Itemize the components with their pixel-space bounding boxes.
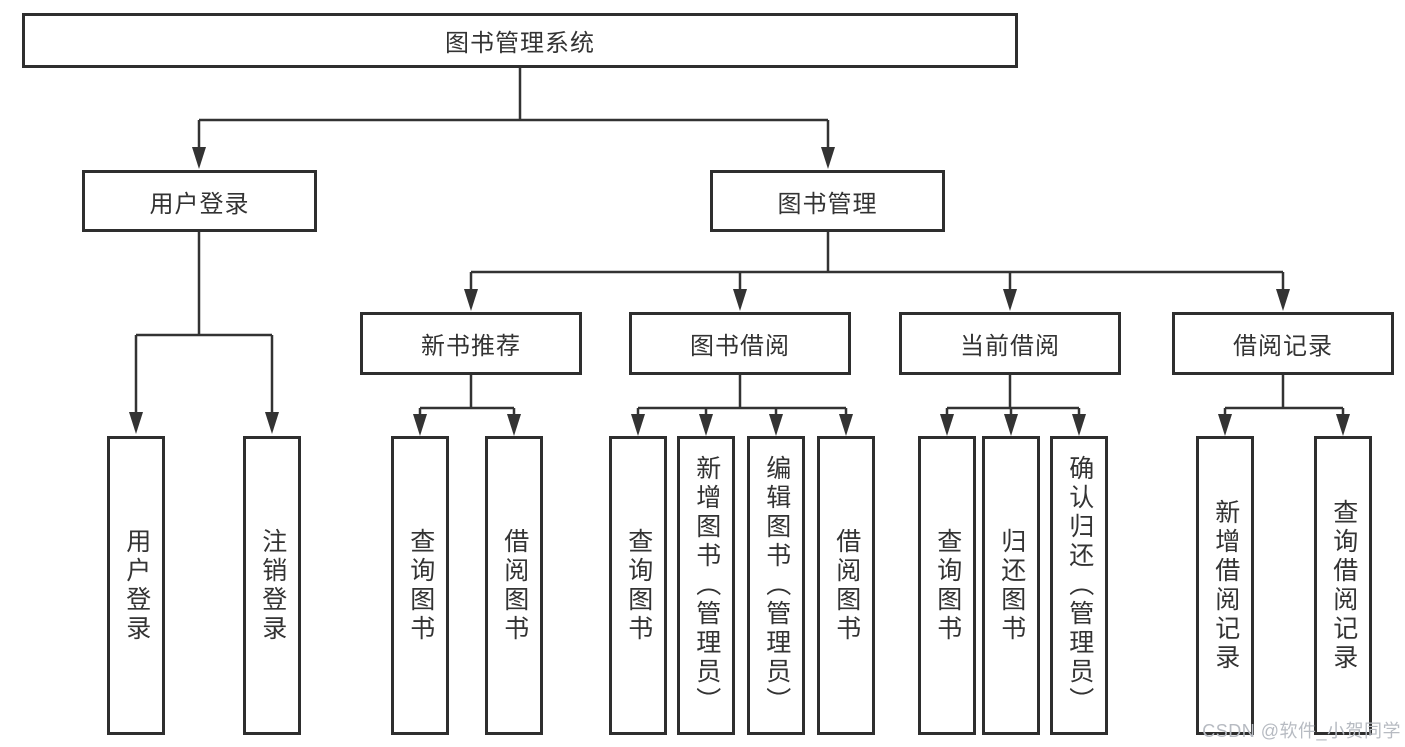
- leaf-query-books-borrowing: 查询图书: [609, 436, 667, 735]
- node-new-book-recommendation: 新书推荐: [360, 312, 582, 375]
- leaf-label: 新增借阅记录: [1211, 498, 1240, 673]
- leaf-add-book-admin: 新增图书（管理员）: [677, 436, 735, 735]
- leaf-label: 查询图书: [624, 527, 653, 644]
- leaf-label: 注销登录: [258, 527, 287, 644]
- leaf-borrow-books-borrowing: 借阅图书: [817, 436, 875, 735]
- leaf-edit-book-admin: 编辑图书（管理员）: [747, 436, 805, 735]
- leaf-label: 新增图书（管理员）: [692, 455, 721, 716]
- leaf-label: 借阅图书: [832, 527, 861, 644]
- leaf-logout: 注销登录: [243, 436, 301, 735]
- leaf-query-books-recommend: 查询图书: [391, 436, 449, 735]
- leaf-return-books: 归还图书: [982, 436, 1040, 735]
- leaf-user-login: 用户登录: [107, 436, 165, 735]
- leaf-label: 归还图书: [997, 527, 1026, 644]
- leaf-label: 编辑图书（管理员）: [762, 455, 791, 716]
- leaf-add-borrow-record: 新增借阅记录: [1196, 436, 1254, 735]
- node-book-management: 图书管理: [710, 170, 945, 232]
- leaf-label: 查询图书: [933, 527, 962, 644]
- leaf-label: 借阅图书: [500, 527, 529, 644]
- leaf-label: 查询借阅记录: [1329, 498, 1358, 673]
- leaf-borrow-books-recommend: 借阅图书: [485, 436, 543, 735]
- leaf-label: 确认归还（管理员）: [1065, 455, 1094, 716]
- node-user-login: 用户登录: [82, 170, 317, 232]
- leaf-query-borrow-record: 查询借阅记录: [1314, 436, 1372, 735]
- node-borrowing-records: 借阅记录: [1172, 312, 1394, 375]
- node-book-borrowing: 图书借阅: [629, 312, 851, 375]
- node-current-borrowing: 当前借阅: [899, 312, 1121, 375]
- leaf-label: 查询图书: [406, 527, 435, 644]
- leaf-label: 用户登录: [122, 527, 151, 644]
- node-library-management-system: 图书管理系统: [22, 13, 1018, 68]
- arrowheads: [129, 147, 1350, 436]
- watermark: CSDN @软件_小贺同学: [1202, 721, 1401, 741]
- leaf-query-books-current: 查询图书: [918, 436, 976, 735]
- leaf-confirm-return-admin: 确认归还（管理员）: [1050, 436, 1108, 735]
